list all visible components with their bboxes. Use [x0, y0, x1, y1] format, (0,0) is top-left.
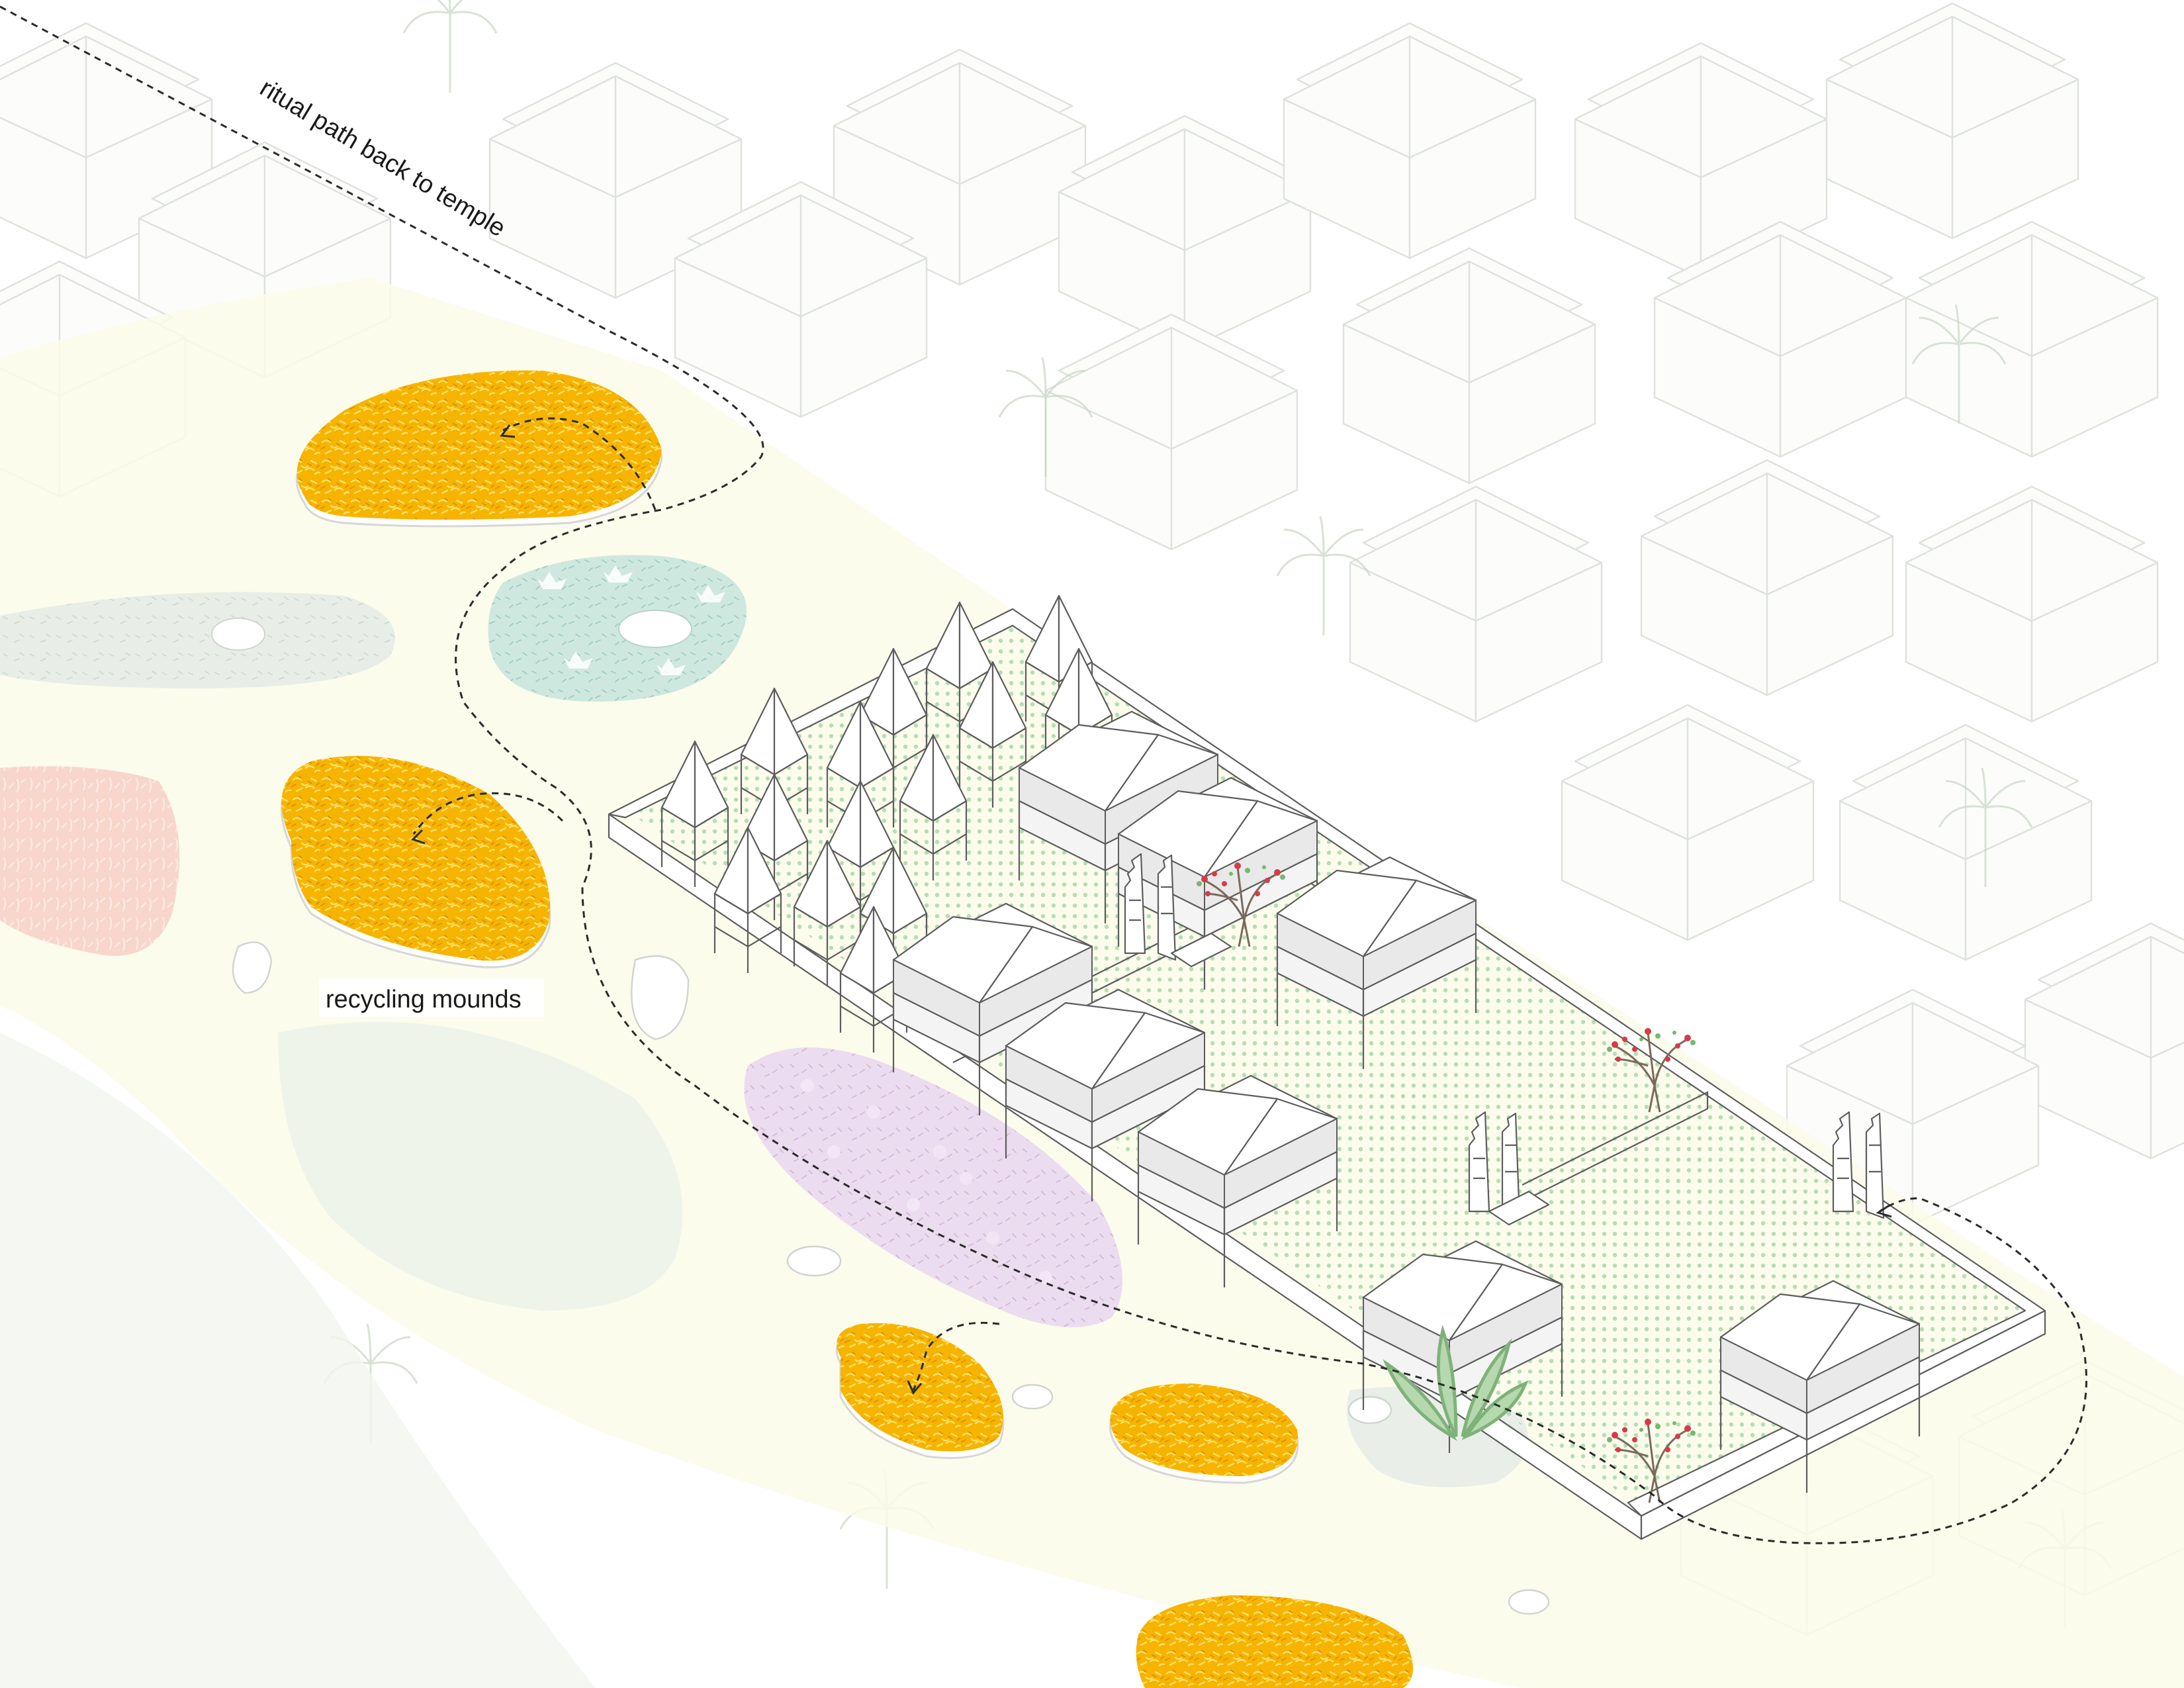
planting-beds [0, 555, 1528, 1487]
recycling-mounds-label: recycling mounds [326, 986, 522, 1013]
fern-stone [211, 618, 265, 651]
split-gates [1124, 853, 1885, 1226]
faded-planting-lower-left [0, 1033, 596, 1688]
recycling-mound-2 [281, 755, 551, 968]
lotus-flowers [537, 565, 725, 675]
recycling-mounds-label-bg [319, 978, 544, 1017]
grass-bed [278, 1021, 683, 1311]
lavender-flowers [801, 1079, 1052, 1284]
plaza-floor [622, 616, 2032, 1503]
lotus-pond [488, 555, 747, 702]
lotus-stone [618, 610, 692, 648]
coral-bed [0, 766, 180, 956]
fern-bed [0, 592, 395, 688]
recycling-mound-5 [1136, 1595, 1413, 1688]
recycling-mound-3 [835, 1323, 1005, 1459]
recycling-mounds [281, 370, 1413, 1688]
lavender-bed [744, 1047, 1122, 1327]
recycling-mound-1 [296, 370, 663, 528]
ritual-path [0, 5, 2087, 1544]
divider-wall-3 [1522, 1091, 1709, 1202]
banana-plant [1383, 1325, 1529, 1441]
stepping-stones [232, 941, 1550, 1615]
recycling-mound-4 [1109, 1383, 1299, 1484]
